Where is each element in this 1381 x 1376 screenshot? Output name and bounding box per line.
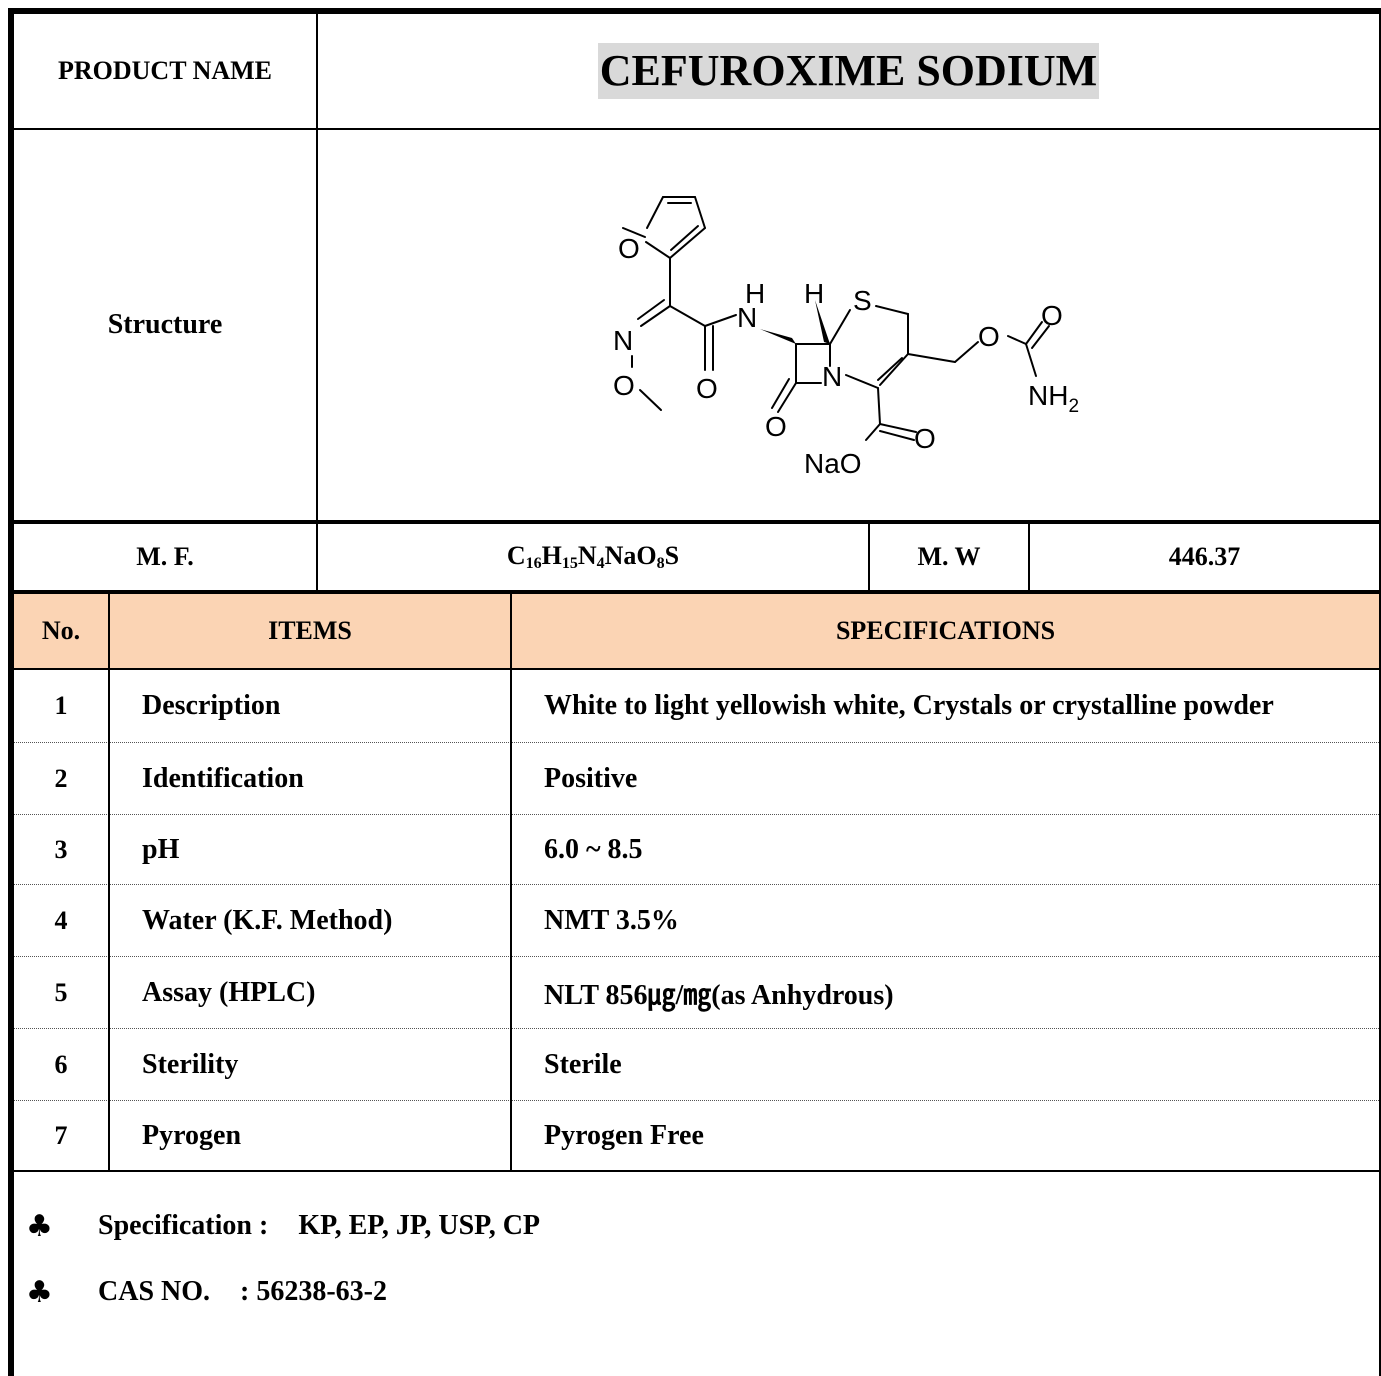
specification-label: Specification : [98,1210,269,1241]
divider [14,590,1379,594]
header-no-cell: No. [14,594,108,668]
atom-o-methoxy: O [613,370,635,401]
club-suit-icon: ♣ [26,1208,53,1244]
divider [14,1028,1379,1029]
atom-o-lactam: O [765,411,787,442]
row-spec: 6.0 ~ 8.5 [544,834,643,865]
row-number: 1 [54,691,68,720]
divider [14,668,1379,670]
divider [316,14,318,520]
club-suit-icon: ♣ [26,1274,53,1310]
atom-h-amide: H [745,278,765,309]
row-number: 4 [54,906,68,935]
row-number: 7 [54,1121,68,1150]
row-spec: Positive [544,763,638,794]
header-specs-cell: SPECIFICATIONS [512,594,1379,668]
atom-h-stereo: H [804,278,824,309]
table-row: 1 Description White to light yellowish w… [14,670,1379,742]
atom-o-carboxyl: O [914,423,936,454]
mf-label-cell: M. F. [14,524,316,590]
chemical-structure-drawing: O N O O H N H S O N O O NH2 NaO O [613,196,1079,479]
table-row: 6 Sterility Sterile [14,1030,1379,1100]
table-row: 4 Water (K.F. Method) NMT 3.5% [14,886,1379,956]
product-name-cell: CEFUROXIME SODIUM [318,14,1379,128]
specification-value: KP, EP, JP, USP, CP [298,1210,541,1241]
product-name-label: PRODUCT NAME [57,56,273,85]
atom-n-ring: N [822,361,842,392]
row-item: pH [142,834,180,865]
divider [14,1100,1379,1101]
divider [510,594,512,1172]
structure-cell: O N O O H N H S O N O O NH2 NaO O [318,130,1379,520]
molecular-formula: C16H15N4NaO8S [506,541,680,572]
atom-s-ring: S [853,285,872,316]
divider [14,1170,1379,1172]
atom-o-carbamate: O [1041,300,1063,331]
specification-note: ♣ Specification : KP, EP, JP, USP, CP [26,1204,540,1248]
divider [14,884,1379,885]
product-name-title: CEFUROXIME SODIUM [597,43,1100,99]
row-number: 2 [54,764,68,793]
product-name-label-cell: PRODUCT NAME [14,14,316,128]
row-number: 5 [54,978,68,1007]
header-specifications: SPECIFICATIONS [835,616,1056,645]
table-row: 3 pH 6.0 ~ 8.5 [14,816,1379,884]
atom-n-imine: N [613,325,633,356]
divider [14,128,1379,130]
structure-label: Structure [107,309,223,340]
mw-label: M. W [917,542,981,571]
atom-n-amide: N [737,302,757,333]
divider [14,814,1379,815]
row-item: Sterility [142,1049,239,1080]
spec-sheet: PRODUCT NAME CEFUROXIME SODIUM Structure [8,8,1381,1376]
divider [14,956,1379,957]
table-header-bg [14,594,1379,668]
divider [108,594,110,1172]
row-item: Identification [142,763,304,794]
mf-value-cell: C16H15N4NaO8S [318,524,868,590]
row-number: 6 [54,1050,68,1079]
row-spec: Sterile [544,1049,622,1080]
row-number: 3 [54,835,68,864]
divider [1028,524,1030,590]
cas-note: ♣ CAS NO. : 56238-63-2 [26,1270,387,1314]
cas-value: : 56238-63-2 [240,1276,387,1307]
table-row: 2 Identification Positive [14,744,1379,814]
header-no: No. [41,616,81,645]
row-spec: Pyrogen Free [544,1120,704,1151]
row-spec: White to light yellowish white, Crystals… [544,690,1274,721]
row-item: Description [142,690,281,721]
mf-label: M. F. [136,542,194,571]
mw-label-cell: M. W [870,524,1028,590]
row-spec: NLT 856㎍/㎎(as Anhydrous) [544,980,894,1011]
row-item: Assay (HPLC) [142,977,316,1008]
structure-label-cell: Structure [14,130,316,520]
mw-value-cell: 446.37 [1030,524,1379,590]
row-spec: NMT 3.5% [544,905,679,936]
table-row: 7 Pyrogen Pyrogen Free [14,1102,1379,1170]
cas-label: CAS NO. [98,1276,211,1307]
row-item: Water (K.F. Method) [142,905,393,936]
header-items: ITEMS [268,616,352,645]
atom-nh2: NH2 [1028,380,1079,417]
divider [14,742,1379,743]
atom-o-ester: O [978,321,1000,352]
mw-value: 446.37 [1168,542,1241,571]
divider [316,524,318,590]
header-items-cell: ITEMS [110,594,510,668]
row-item: Pyrogen [142,1120,242,1151]
atom-o-furan: O [618,233,640,264]
atom-o-amide: O [696,373,718,404]
table-row: 5 Assay (HPLC) NLT 856㎍/㎎(as Anhydrous) [14,958,1379,1028]
divider [14,520,1379,524]
atom-na-o: NaO [804,448,862,479]
divider [868,524,870,590]
